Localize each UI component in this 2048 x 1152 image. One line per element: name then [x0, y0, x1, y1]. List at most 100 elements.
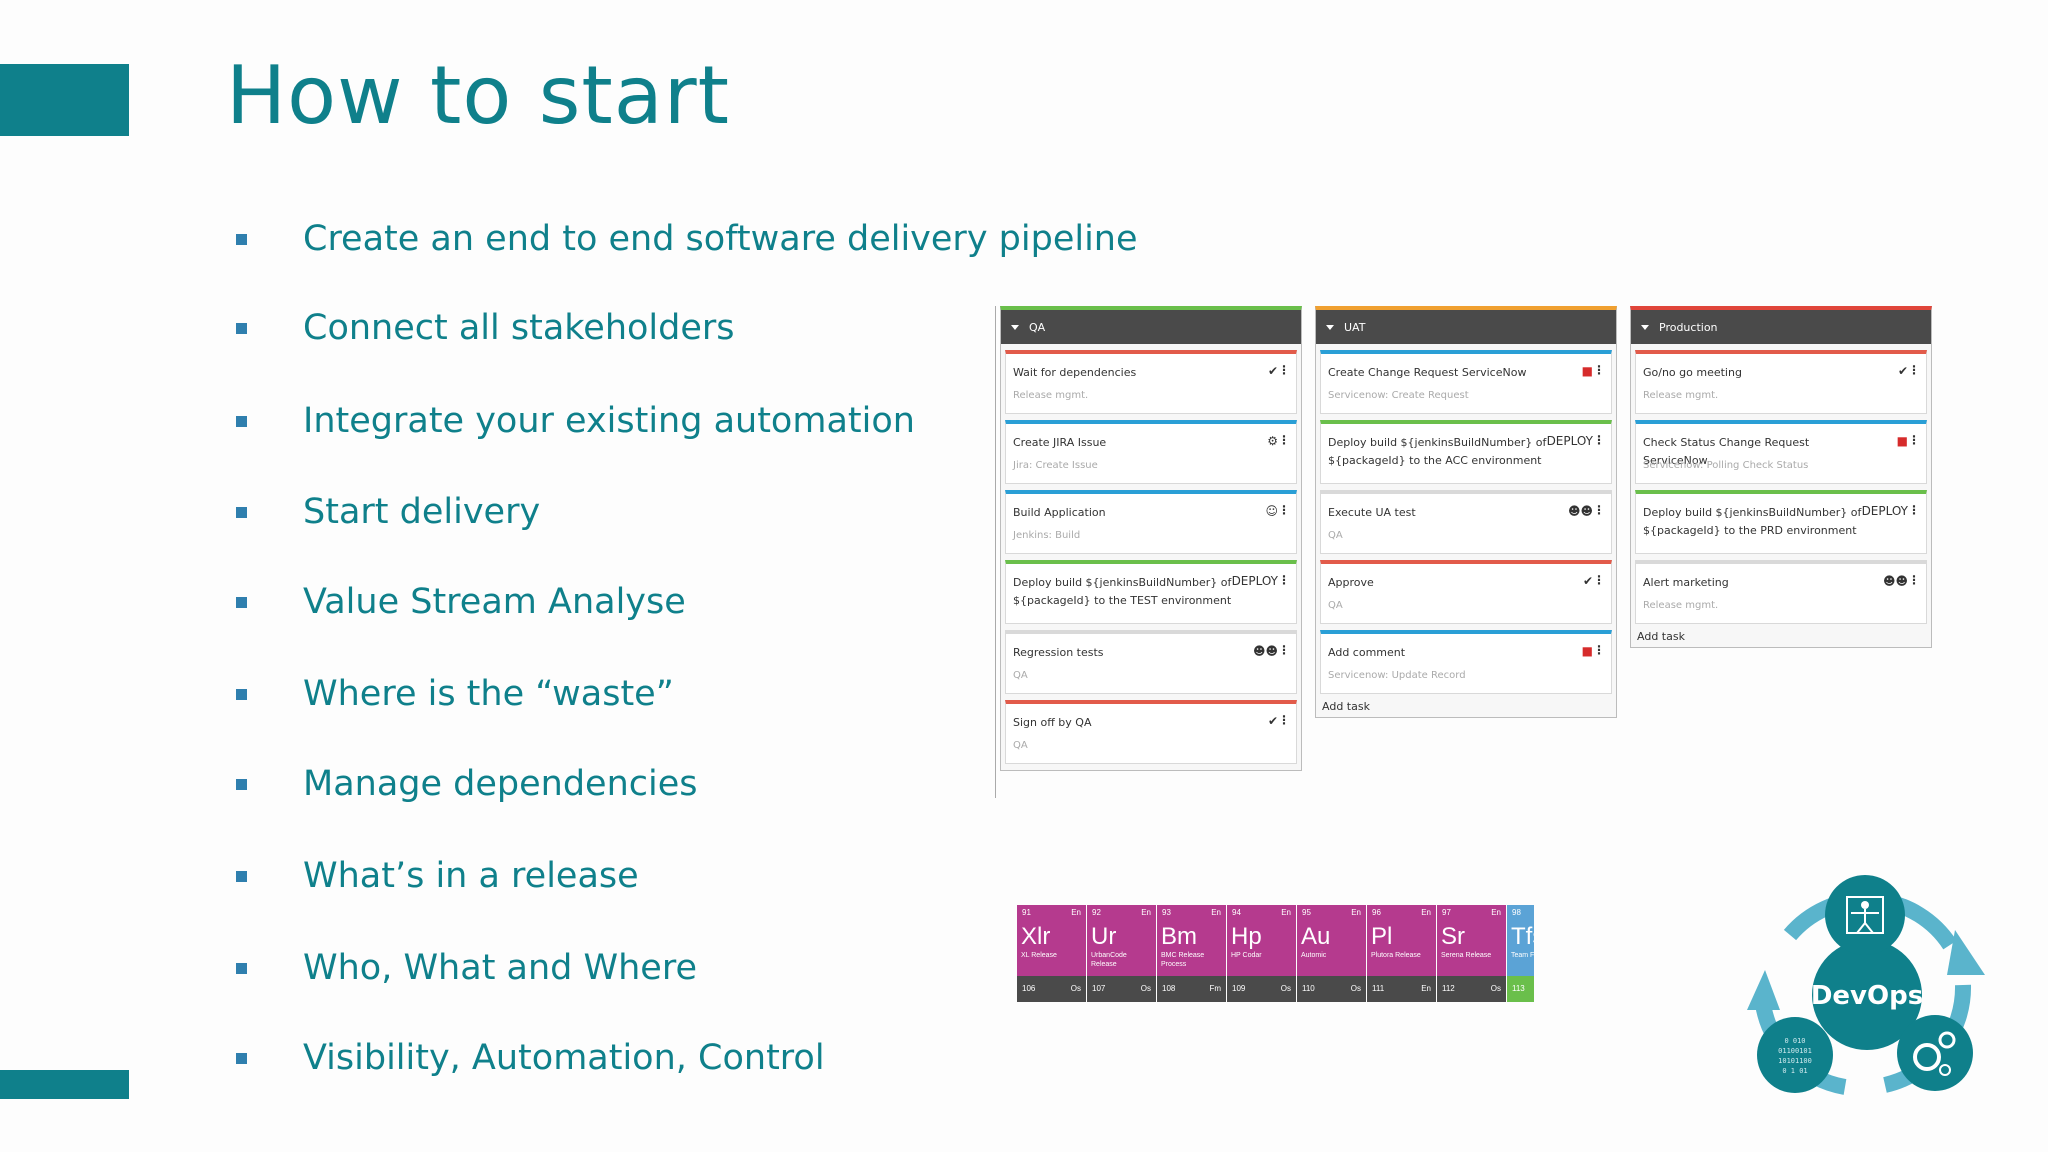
bullet-item: Value Stream Analyse — [236, 582, 686, 622]
tile-number: 96 — [1372, 908, 1381, 917]
check-circle-icon: ✔ — [1267, 714, 1278, 728]
footer-accent-bar — [0, 1070, 129, 1099]
task-card[interactable]: Deploy build ${jenkinsBuildNumber} of ${… — [1635, 490, 1927, 554]
task-type: Jira: Create Issue — [1013, 460, 1098, 471]
gear-icon: ⚙ — [1267, 434, 1278, 448]
task-menu-icon[interactable]: ⋮ — [1278, 573, 1290, 587]
tile-bottom-number: 109 — [1232, 984, 1246, 993]
tile-name: XL Release — [1021, 952, 1057, 959]
bullet-item: Visibility, Automation, Control — [236, 1038, 825, 1078]
task-menu-icon[interactable]: ⋮ — [1908, 363, 1920, 377]
collapse-triangle-icon[interactable] — [1641, 324, 1649, 330]
task-type: QA — [1328, 600, 1343, 611]
bullet-item: Manage dependencies — [236, 764, 698, 804]
bullet-text: Connect all stakeholders — [303, 308, 735, 348]
task-menu-icon[interactable]: ⋮ — [1593, 433, 1605, 447]
bullet-square-icon — [236, 1052, 247, 1064]
task-menu-icon[interactable]: ⋮ — [1278, 363, 1290, 377]
svg-text:10101100: 10101100 — [1778, 1057, 1812, 1065]
tile-symbol: Au — [1301, 923, 1331, 950]
task-name: Create Change Request ServiceNow — [1328, 366, 1527, 379]
add-task-link[interactable]: Add task — [1322, 700, 1370, 713]
task-menu-icon[interactable]: ⋮ — [1278, 713, 1290, 727]
task-type: Servicenow: Update Record — [1328, 670, 1466, 681]
task-menu-icon[interactable]: ⋮ — [1908, 433, 1920, 447]
bullet-item: Start delivery — [236, 492, 540, 532]
task-card[interactable]: Deploy build ${jenkinsBuildNumber} of ${… — [1005, 560, 1297, 624]
task-menu-icon[interactable]: ⋮ — [1593, 643, 1605, 657]
slide-title: How to start — [226, 49, 731, 142]
task-name: Deploy build ${jenkinsBuildNumber} of ${… — [1643, 506, 1862, 537]
bullet-item: What’s in a release — [236, 856, 639, 896]
bullet-text: What’s in a release — [303, 856, 639, 896]
collapse-triangle-icon[interactable] — [1326, 324, 1334, 330]
task-menu-icon[interactable]: ⋮ — [1593, 503, 1605, 517]
header-accent-bar — [0, 64, 129, 136]
task-type: Release mgmt. — [1643, 600, 1719, 611]
task-name: Deploy build ${jenkinsBuildNumber} of ${… — [1013, 576, 1232, 607]
task-type: Servicenow: Polling Check Status — [1643, 460, 1809, 471]
column-header[interactable]: UAT — [1316, 310, 1616, 344]
svg-text:01100101: 01100101 — [1778, 1047, 1812, 1055]
tile-bottom-number: 110 — [1302, 984, 1315, 993]
tile-category: En — [1491, 908, 1501, 917]
task-card[interactable]: Deploy build ${jenkinsBuildNumber} of ${… — [1320, 420, 1612, 484]
task-name: Execute UA test — [1328, 506, 1416, 519]
tile-symbol: Hp — [1231, 923, 1262, 950]
check-circle-icon: ✔ — [1897, 364, 1908, 378]
bullet-item: Who, What and Where — [236, 948, 697, 988]
bullet-square-icon — [236, 962, 247, 974]
task-menu-icon[interactable]: ⋮ — [1278, 433, 1290, 447]
task-menu-icon[interactable]: ⋮ — [1278, 503, 1290, 517]
task-menu-icon[interactable]: ⋮ — [1908, 573, 1920, 587]
task-name: Add comment — [1328, 646, 1406, 659]
tile-name: UrbanCode Release — [1091, 952, 1127, 968]
gears-icon — [1897, 1015, 1973, 1091]
tile-bottom-category: Os — [1070, 984, 1081, 993]
devops-center — [1812, 940, 1922, 1050]
bullet-item: Connect all stakeholders — [236, 308, 735, 348]
bullet-text: Manage dependencies — [303, 764, 698, 804]
tile-bottom-category: Os — [1350, 984, 1361, 993]
task-type: Servicenow: Create Request — [1328, 390, 1469, 401]
task-name: Go/no go meeting — [1643, 366, 1742, 379]
task-menu-icon[interactable]: ⋮ — [1278, 643, 1290, 657]
users-icon: ☻☻ — [1567, 504, 1593, 518]
task-menu-icon[interactable]: ⋮ — [1593, 573, 1605, 587]
tile-bottom-number: 113 — [1512, 984, 1525, 993]
task-type: QA — [1013, 670, 1028, 681]
add-task-link[interactable]: Add task — [1637, 630, 1685, 643]
column-header[interactable]: Production — [1631, 310, 1931, 344]
deploy-icon: DEPLOY — [1546, 434, 1593, 448]
tile-number: 97 — [1442, 908, 1451, 917]
bullet-text: Start delivery — [303, 492, 541, 532]
tile-number: 93 — [1162, 908, 1171, 917]
servicenow-icon: ■ — [1896, 434, 1908, 448]
tile-category: En — [1211, 908, 1221, 917]
tile-number: 92 — [1092, 908, 1101, 917]
task-menu-icon[interactable]: ⋮ — [1593, 363, 1605, 377]
task-type: QA — [1328, 530, 1343, 541]
collapse-triangle-icon[interactable] — [1011, 324, 1019, 330]
tile-bottom-category: Fm — [1209, 984, 1221, 993]
task-menu-icon[interactable]: ⋮ — [1908, 503, 1920, 517]
bullet-square-icon — [236, 778, 247, 790]
column-header[interactable]: QA — [1001, 310, 1301, 344]
tile-bottom-number: 106 — [1022, 984, 1036, 993]
